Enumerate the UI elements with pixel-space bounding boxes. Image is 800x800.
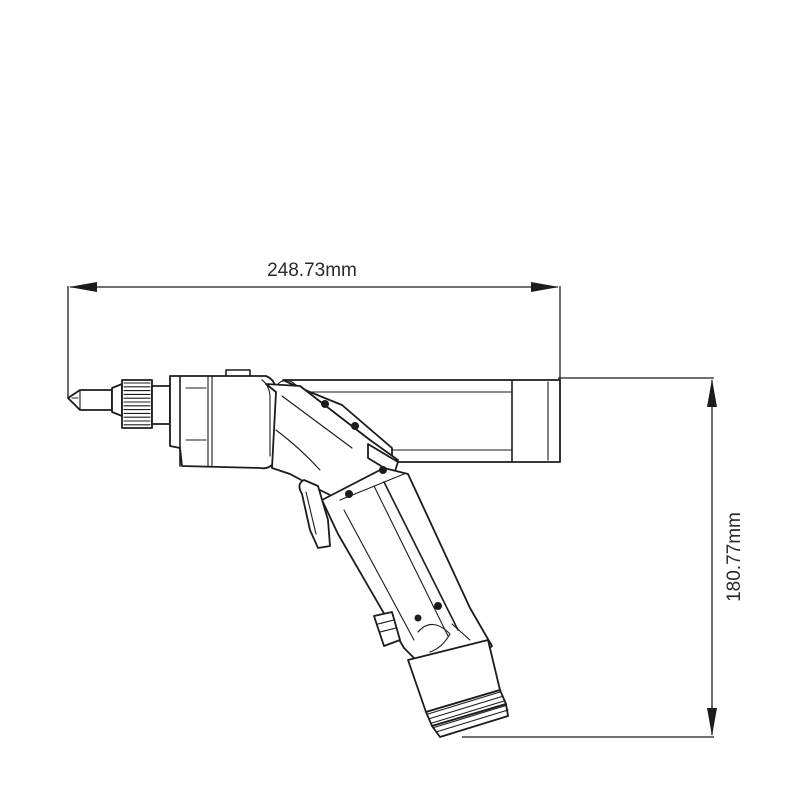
width-dimension: 248.73mm [67,260,561,398]
handle-screw-4 [414,614,422,622]
height-dimension-label: 180.77mm [724,512,745,602]
width-arrow-left [69,282,97,292]
width-dimension-label: 248.73mm [267,260,357,281]
height-arrow-top [707,379,717,407]
side-switch [373,611,401,647]
handle-screw-2 [379,466,387,474]
bottom-connector [407,639,509,738]
nozzle-tip [67,383,123,417]
handle [321,466,493,672]
knurled-nut [121,379,171,429]
height-arrow-bottom [707,708,717,736]
height-dimension: 180.77mm [462,377,745,738]
neck-screw-1 [321,400,329,408]
neck-screw-2 [351,422,359,430]
handle-screw-1 [345,490,353,498]
trigger [298,479,331,549]
width-arrow-right [531,282,559,292]
handle-screw-3 [434,602,442,610]
front-head [169,369,277,470]
